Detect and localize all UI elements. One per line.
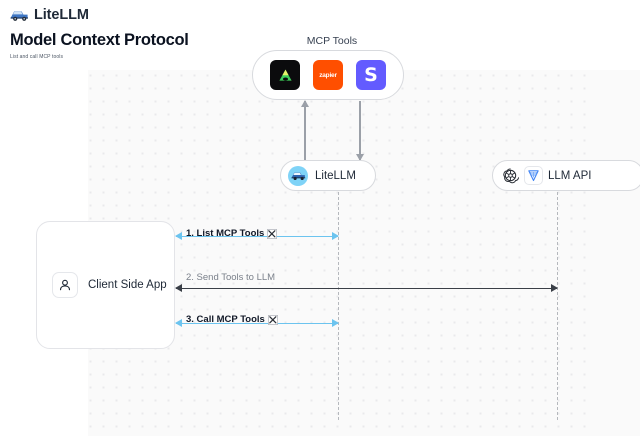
- litellm-node[interactable]: LiteLLM: [280, 160, 376, 191]
- edge-list-mcp-tools: [175, 230, 339, 244]
- lifeline-llm-api: [557, 192, 558, 420]
- mcp-tools-group[interactable]: zapier S: [252, 50, 404, 100]
- openai-icon: [501, 167, 519, 185]
- edge-call-mcp-tools: [175, 317, 339, 331]
- truck-icon: [10, 8, 29, 22]
- right-background: [592, 70, 640, 436]
- arrowhead-right: [551, 284, 558, 293]
- supabase-tool-icon[interactable]: [270, 60, 300, 90]
- client-side-app-label: Client Side App: [88, 279, 167, 291]
- llm-api-node-label: LLM API: [548, 169, 592, 182]
- edge-line: [176, 288, 557, 290]
- lifeline-litellm: [338, 192, 339, 420]
- client-side-app-card[interactable]: Client Side App: [36, 221, 175, 349]
- llm-api-node[interactable]: LLM API: [492, 160, 640, 191]
- arrowhead-right: [332, 232, 339, 241]
- page-subtitle: List and call MCP tools: [10, 54, 64, 60]
- edge-label-1: 1. List MCP Tools: [186, 228, 278, 239]
- edge-line: [176, 323, 338, 325]
- arrowhead-right: [332, 319, 339, 328]
- edge-line: [304, 101, 306, 160]
- edge-send-tools-to-llm: [175, 282, 558, 296]
- edge-litellm-to-mcp-up: [299, 100, 311, 160]
- vertex-ai-icon: [524, 166, 543, 185]
- arrowhead-left: [175, 284, 182, 293]
- edge-label-2: 2. Send Tools to LLM: [186, 272, 275, 283]
- edge-line: [359, 101, 361, 160]
- edge-mcp-to-litellm-down: [354, 101, 366, 161]
- arrowhead-down: [355, 154, 364, 161]
- litellm-truck-avatar: [288, 165, 308, 186]
- title-block: Model Context Protocol List and call MCP…: [10, 30, 189, 61]
- stripe-tool-icon[interactable]: S: [356, 60, 386, 90]
- litellm-node-label: LiteLLM: [315, 169, 356, 182]
- mcp-tools-title: MCP Tools: [306, 35, 358, 47]
- arrowhead-left: [175, 232, 182, 241]
- user-icon: [52, 272, 78, 298]
- arrowhead-left: [175, 319, 182, 328]
- edge-label-3-text: 3. Call MCP Tools: [186, 314, 265, 325]
- brand[interactable]: LiteLLM: [10, 7, 89, 23]
- app-header: LiteLLM: [0, 0, 640, 30]
- brand-label: LiteLLM: [34, 7, 89, 23]
- page-title: Model Context Protocol: [10, 31, 189, 49]
- arrowhead-up: [300, 100, 309, 107]
- zapier-tool-icon[interactable]: zapier: [313, 60, 343, 90]
- edge-label-3: 3. Call MCP Tools: [186, 314, 278, 325]
- edge-label-1-text: 1. List MCP Tools: [186, 228, 265, 239]
- edge-label-2-text: 2. Send Tools to LLM: [186, 272, 276, 283]
- edge-line: [176, 236, 338, 238]
- tools-emoji: [267, 228, 278, 239]
- left-background: [0, 0, 88, 436]
- tools-emoji: [267, 314, 278, 325]
